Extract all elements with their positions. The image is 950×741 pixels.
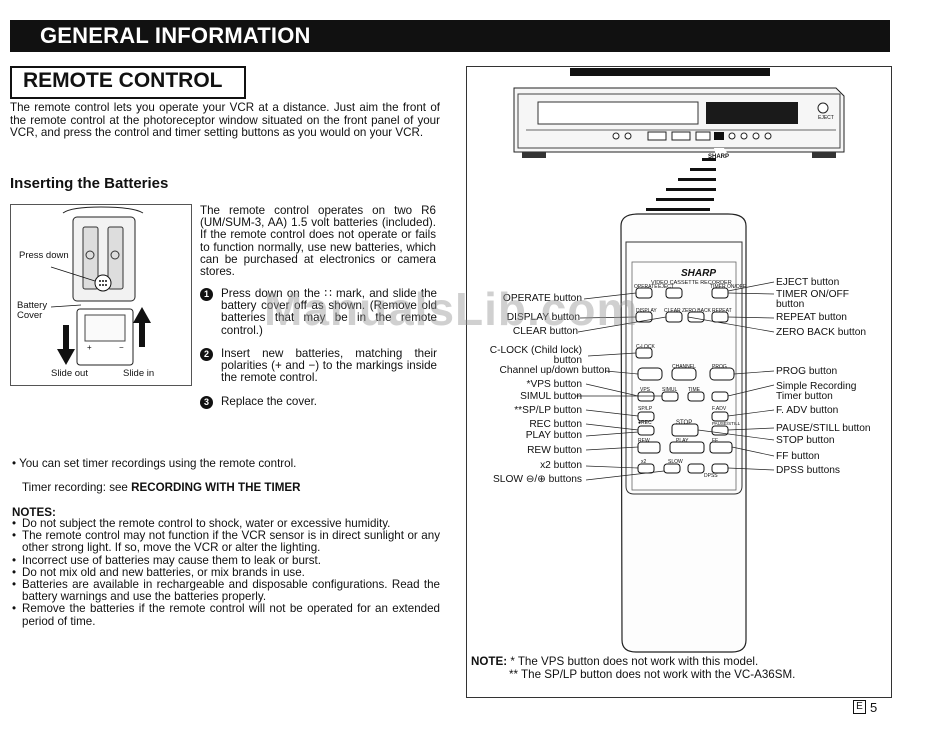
watermark: ManualsLib.com xyxy=(264,283,639,335)
battery-description: The remote control operates on two R6 (U… xyxy=(200,204,436,279)
step-number-1: 1 xyxy=(200,288,213,301)
bottom-note: NOTE: * The VPS button does not work wit… xyxy=(471,655,796,681)
callout-repeat: REPEAT button xyxy=(776,312,847,323)
callout-zeroback: ZERO BACK button xyxy=(776,327,867,338)
header-bar: GENERAL INFORMATION xyxy=(10,20,890,52)
key-vps[interactable]: VPS xyxy=(640,387,651,393)
callout-simple-recording: Simple Recording xyxy=(776,381,857,392)
slide-in-label: Slide in xyxy=(123,368,155,379)
press-down-label: Press down xyxy=(19,250,69,261)
callout-operate: OPERATE button xyxy=(502,293,582,304)
note-item: Do not subject the remote control to sho… xyxy=(12,517,440,530)
page-language-badge: E xyxy=(853,700,866,714)
page-number-value: 5 xyxy=(870,700,878,715)
callout-splp: **SP/LP button xyxy=(514,405,582,416)
callout-stop: STOP button xyxy=(776,435,835,446)
battery-cover-label: Battery Cover xyxy=(17,300,48,321)
battery-illustration xyxy=(50,206,151,366)
key-timer[interactable]: TIMER ON/OFF xyxy=(710,284,746,290)
bottom-note-line-2: ** The SP/LP button does not work with t… xyxy=(509,667,796,681)
callout-timer: TIMER ON/OFF xyxy=(776,289,850,300)
callout-vps: *VPS button xyxy=(526,379,582,390)
key-stop[interactable]: STOP xyxy=(676,420,693,426)
section-title-box: REMOTE CONTROL xyxy=(10,66,246,99)
bottom-note-line-1: * The VPS button does not work with this… xyxy=(510,655,759,668)
key-operate[interactable]: OPERATE xyxy=(634,284,658,290)
battery-figure: Press down Battery Cover Slide out Slide… xyxy=(10,204,192,386)
callout-timer-button: button xyxy=(776,299,805,310)
callout-fadv: F. ADV button xyxy=(776,405,839,416)
key-play[interactable]: PLAY xyxy=(676,438,689,444)
note-item: Remove the batteries if the remote contr… xyxy=(12,603,440,628)
polarity-plus-label: + xyxy=(87,343,92,352)
remote-brand-logo: SHARP xyxy=(681,268,717,279)
callout-channel: Channel up/down button xyxy=(499,365,610,376)
step-text-2: Insert new batteries, matching their pol… xyxy=(221,347,437,385)
key-display[interactable]: DISPLAY xyxy=(636,308,657,314)
key-clock[interactable]: C-LOCK xyxy=(636,344,655,350)
batteries-heading: Inserting the Batteries xyxy=(10,175,169,192)
key-splp[interactable]: SP/LP xyxy=(638,406,653,412)
polarity-minus-label: − xyxy=(119,343,124,352)
notes-heading: NOTES: xyxy=(12,506,56,519)
page-header-title: GENERAL INFORMATION xyxy=(40,23,311,48)
key-prog[interactable]: PROG xyxy=(712,364,727,370)
key-fadv[interactable]: F.ADV xyxy=(712,406,727,412)
callout-dpss: DPSS buttons xyxy=(776,465,840,476)
callout-simple-recording-button: Timer button xyxy=(776,391,833,402)
intro-paragraph: The remote control lets you operate your… xyxy=(10,101,440,140)
vcr-brand-logo: SHARP xyxy=(708,154,730,160)
section-title: REMOTE CONTROL xyxy=(23,69,223,92)
timer-bullet: • You can set timer recordings using the… xyxy=(12,457,297,470)
note-item: Do not mix old and new batteries, or mix… xyxy=(12,566,440,579)
key-rec[interactable]: ●REC xyxy=(638,420,652,426)
note-item: Incorrect use of batteries may cause the… xyxy=(12,554,440,567)
callout-prog: PROG button xyxy=(776,366,838,377)
key-zeroback[interactable]: ZERO BACK xyxy=(682,308,711,314)
step-number-3: 3 xyxy=(200,396,213,409)
key-repeat[interactable]: REPEAT xyxy=(712,308,732,314)
callout-display: DISPLAY button xyxy=(506,312,580,323)
key-rew[interactable]: REW xyxy=(638,438,650,444)
key-ff[interactable]: FF xyxy=(712,438,719,444)
bottom-note-label: NOTE: xyxy=(471,655,508,668)
vcr-eject-label: EJECT xyxy=(818,115,834,121)
timer-reference-link: RECORDING WITH THE TIMER xyxy=(131,481,301,494)
callout-clock-button: button xyxy=(553,355,582,366)
timer-reference-prefix: Timer recording: see xyxy=(22,481,132,494)
callout-rew: REW button xyxy=(527,445,582,456)
callout-slow: SLOW ⊖/⊕ buttons xyxy=(493,474,582,485)
callout-pause: PAUSE/STILL button xyxy=(776,423,871,434)
key-eject[interactable]: EJECT xyxy=(658,284,674,290)
step-number-2: 2 xyxy=(200,348,213,361)
key-time[interactable]: TIME xyxy=(688,387,700,393)
slide-out-label: Slide out xyxy=(51,368,88,379)
callout-x2: x2 button xyxy=(540,460,582,471)
timer-reference-line: Timer recording: see RECORDING WITH THE … xyxy=(22,481,301,494)
remote-diagram-frame xyxy=(466,66,892,698)
callout-rec: REC button xyxy=(529,419,582,430)
notes-list: Do not subject the remote control to sho… xyxy=(12,517,440,628)
key-slow[interactable]: SLOW xyxy=(668,459,683,465)
vcr-remote-illustration xyxy=(513,68,845,653)
callout-play: PLAY button xyxy=(525,430,582,441)
key-dpss[interactable]: DPSS xyxy=(704,473,718,479)
note-item: The remote control may not function if t… xyxy=(12,529,440,554)
key-simul[interactable]: SIMUL xyxy=(662,387,678,393)
callout-clear: CLEAR button xyxy=(512,326,578,337)
key-x2[interactable]: x2 xyxy=(641,459,647,465)
step-text-1: Press down on the ∷ mark, and slide the … xyxy=(221,287,437,337)
note-item: Batteries are available in rechargeable … xyxy=(12,578,440,603)
callout-ff: FF button xyxy=(776,451,820,462)
key-channel[interactable]: CHANNEL xyxy=(672,364,696,370)
callout-simul: SIMUL button xyxy=(520,391,582,402)
callout-clock: C-LOCK (Child lock) xyxy=(489,345,582,356)
key-pause[interactable]: PAUSE/STILL xyxy=(712,421,741,426)
key-clear[interactable]: CLEAR xyxy=(664,308,681,314)
step-text-3: Replace the cover. xyxy=(221,395,318,408)
remote-subtitle: VIDEO CASSETTE RECORDER xyxy=(651,280,732,286)
callout-eject: EJECT button xyxy=(776,277,840,288)
